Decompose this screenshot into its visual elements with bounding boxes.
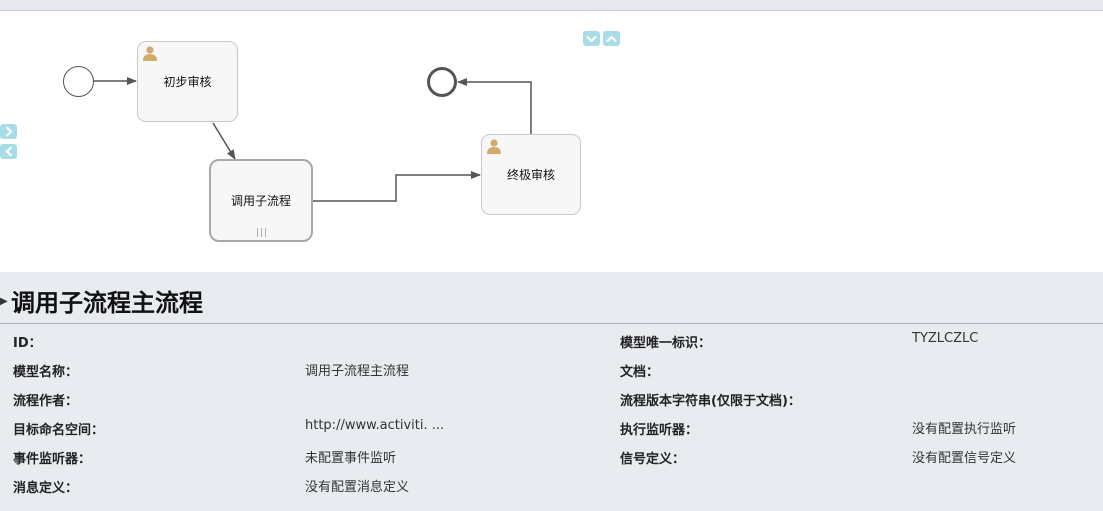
model-name-value[interactable]: 调用子流程主流程	[305, 364, 410, 379]
message-defs-value[interactable]: 没有配置消息定义	[305, 480, 410, 495]
process-canvas[interactable]: 初步审核 调用子流程 ||| 终极审核	[0, 11, 1103, 272]
task-initial-review[interactable]: 初步审核	[137, 41, 238, 122]
chevron-down-icon	[586, 35, 597, 43]
namespace-value[interactable]: http://www.activiti. ...	[305, 418, 445, 433]
sequence-flows	[94, 77, 532, 202]
flow-subprocess-to-final-review[interactable]	[313, 171, 481, 202]
signal-defs-label: 信号定义：	[620, 452, 686, 467]
call-activity-subprocess[interactable]: 调用子流程 |||	[209, 159, 313, 242]
model-name-label: 模型名称：	[13, 365, 79, 380]
event-listeners-label: 事件监听器：	[13, 452, 92, 467]
message-defs-label: 消息定义：	[13, 481, 79, 496]
process-title: 调用子流程主流程	[11, 289, 203, 317]
chevron-left-button[interactable]	[0, 144, 17, 159]
chevron-up-button[interactable]	[603, 31, 620, 46]
version-string-label: 流程版本字符串(仅限于文档)：	[620, 394, 801, 409]
parallel-marker-icon: |||	[256, 228, 269, 238]
collapse-arrow-icon[interactable]: ▶	[0, 296, 8, 307]
exec-listeners-value[interactable]: 没有配置执行监听	[912, 422, 1017, 437]
top-toolbar-strip	[0, 0, 1103, 11]
model-key-value[interactable]: TYZLCZLC	[912, 331, 979, 346]
task-label: 终极审核	[506, 168, 555, 182]
user-task-icon	[487, 139, 501, 154]
flow-initial-review-to-subprocess[interactable]	[212, 122, 236, 160]
chevron-right-button[interactable]	[0, 124, 17, 139]
task-label: 初步审核	[163, 75, 212, 89]
end-event[interactable]	[427, 67, 457, 97]
namespace-label: 目标命名空间：	[13, 423, 105, 438]
event-listeners-value[interactable]: 未配置事件监听	[305, 451, 397, 466]
chevron-down-button[interactable]	[583, 31, 600, 46]
signal-defs-value[interactable]: 没有配置信号定义	[912, 451, 1017, 466]
chevron-right-icon	[5, 126, 13, 137]
user-task-icon	[143, 46, 157, 61]
task-final-review[interactable]: 终极审核	[481, 134, 581, 215]
exec-listeners-label: 执行监听器：	[620, 423, 699, 438]
author-label: 流程作者：	[13, 394, 79, 409]
chevron-up-icon	[606, 34, 617, 42]
task-label: 调用子流程	[230, 194, 291, 208]
document-label: 文档：	[620, 365, 660, 380]
properties-header: ▶ 调用子流程主流程	[0, 283, 1103, 324]
flow-final-review-to-end[interactable]	[457, 78, 532, 134]
id-label: ID：	[13, 336, 42, 351]
start-event[interactable]	[63, 66, 94, 97]
model-key-label: 模型唯一标识：	[620, 336, 712, 351]
chevron-left-icon	[4, 146, 12, 157]
